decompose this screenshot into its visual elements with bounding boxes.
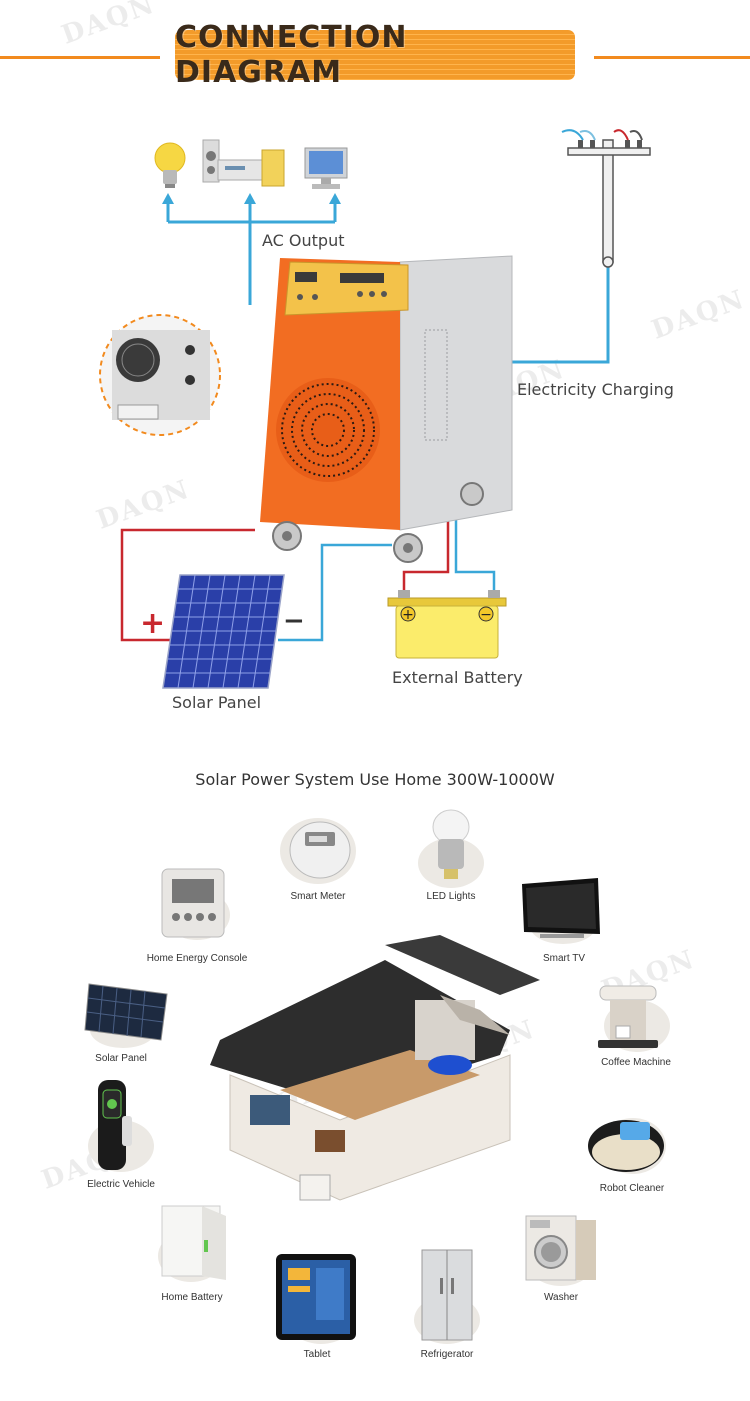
- connection-diagram: + −: [99, 129, 651, 689]
- coffee-machine-icon: [598, 985, 658, 1048]
- item-label-refrigerator: Refrigerator: [420, 1349, 474, 1360]
- battery-positive-wire: [402, 505, 450, 598]
- item-label-smart-tv: Smart TV: [542, 953, 586, 964]
- item-label-robot-cleaner: Robot Cleaner: [599, 1183, 665, 1194]
- smart-tv-icon: [522, 878, 600, 938]
- washer-icon: [525, 1215, 596, 1281]
- led-bulb-icon: [432, 809, 470, 879]
- ac-output-label: AC Output: [262, 231, 345, 250]
- robot-cleaner-icon: [588, 1120, 664, 1172]
- item-label-electric-vehicle: Electric Vehicle: [87, 1179, 155, 1190]
- electricity-charging-label: Electricity Charging: [517, 380, 674, 399]
- item-label-smart-meter: Smart Meter: [290, 891, 346, 902]
- light-bulb-icon: [154, 142, 186, 188]
- item-label-solar-panel: Solar Panel: [95, 1053, 147, 1064]
- item-label-home-energy-console: Home Energy Console: [146, 953, 248, 964]
- battery-icon: + −: [387, 590, 507, 659]
- smart-meter-icon: [289, 821, 351, 879]
- solar-negative-wire: [278, 543, 392, 642]
- computer-icon: [304, 147, 348, 189]
- page-title: CONNECTION DIAGRAM: [175, 20, 408, 90]
- header-line-left: [0, 56, 160, 59]
- inverter-cabinet: [260, 255, 513, 563]
- item-label-washer: Washer: [543, 1292, 579, 1303]
- item-label-home-battery: Home Battery: [161, 1292, 223, 1303]
- rear-panel-inset: [99, 314, 221, 436]
- home-battery-icon: [161, 1205, 226, 1280]
- refrigerator-icon: [421, 1249, 473, 1341]
- solar-positive-wire: [120, 528, 255, 642]
- svg-text:+: +: [402, 607, 414, 623]
- utility-pole-icon: [561, 129, 651, 268]
- svg-text:−: −: [480, 607, 492, 623]
- minus-sign: −: [283, 606, 305, 636]
- ac-output-wires: [166, 200, 337, 305]
- solar-panel-icon: [162, 574, 285, 689]
- solar-panel-label: Solar Panel: [172, 693, 262, 712]
- home-solar-panel-icon: [84, 983, 168, 1041]
- watermark: DAQN: [57, 0, 160, 51]
- battery-negative-wire: [454, 505, 496, 598]
- external-battery-label: External Battery: [392, 668, 523, 687]
- ev-charger-icon: [98, 1080, 132, 1170]
- tablet-icon: [276, 1254, 356, 1340]
- item-label-led-lights: LED Lights: [426, 891, 476, 902]
- plus-sign: +: [140, 606, 166, 641]
- ac-output-arrows: [162, 193, 341, 204]
- header-line-right: [594, 56, 750, 59]
- item-label-coffee-machine: Coffee Machine: [601, 1057, 671, 1068]
- title-banner: CONNECTION DIAGRAM: [175, 20, 575, 90]
- house-illustration: [210, 935, 540, 1201]
- stereo-icon: [202, 139, 285, 187]
- home-energy-console-icon: [161, 868, 225, 938]
- home-section-title: Solar Power System Use Home 300W-1000W: [195, 770, 555, 789]
- item-label-tablet: Tablet: [303, 1349, 331, 1360]
- grid-wire: [512, 262, 610, 364]
